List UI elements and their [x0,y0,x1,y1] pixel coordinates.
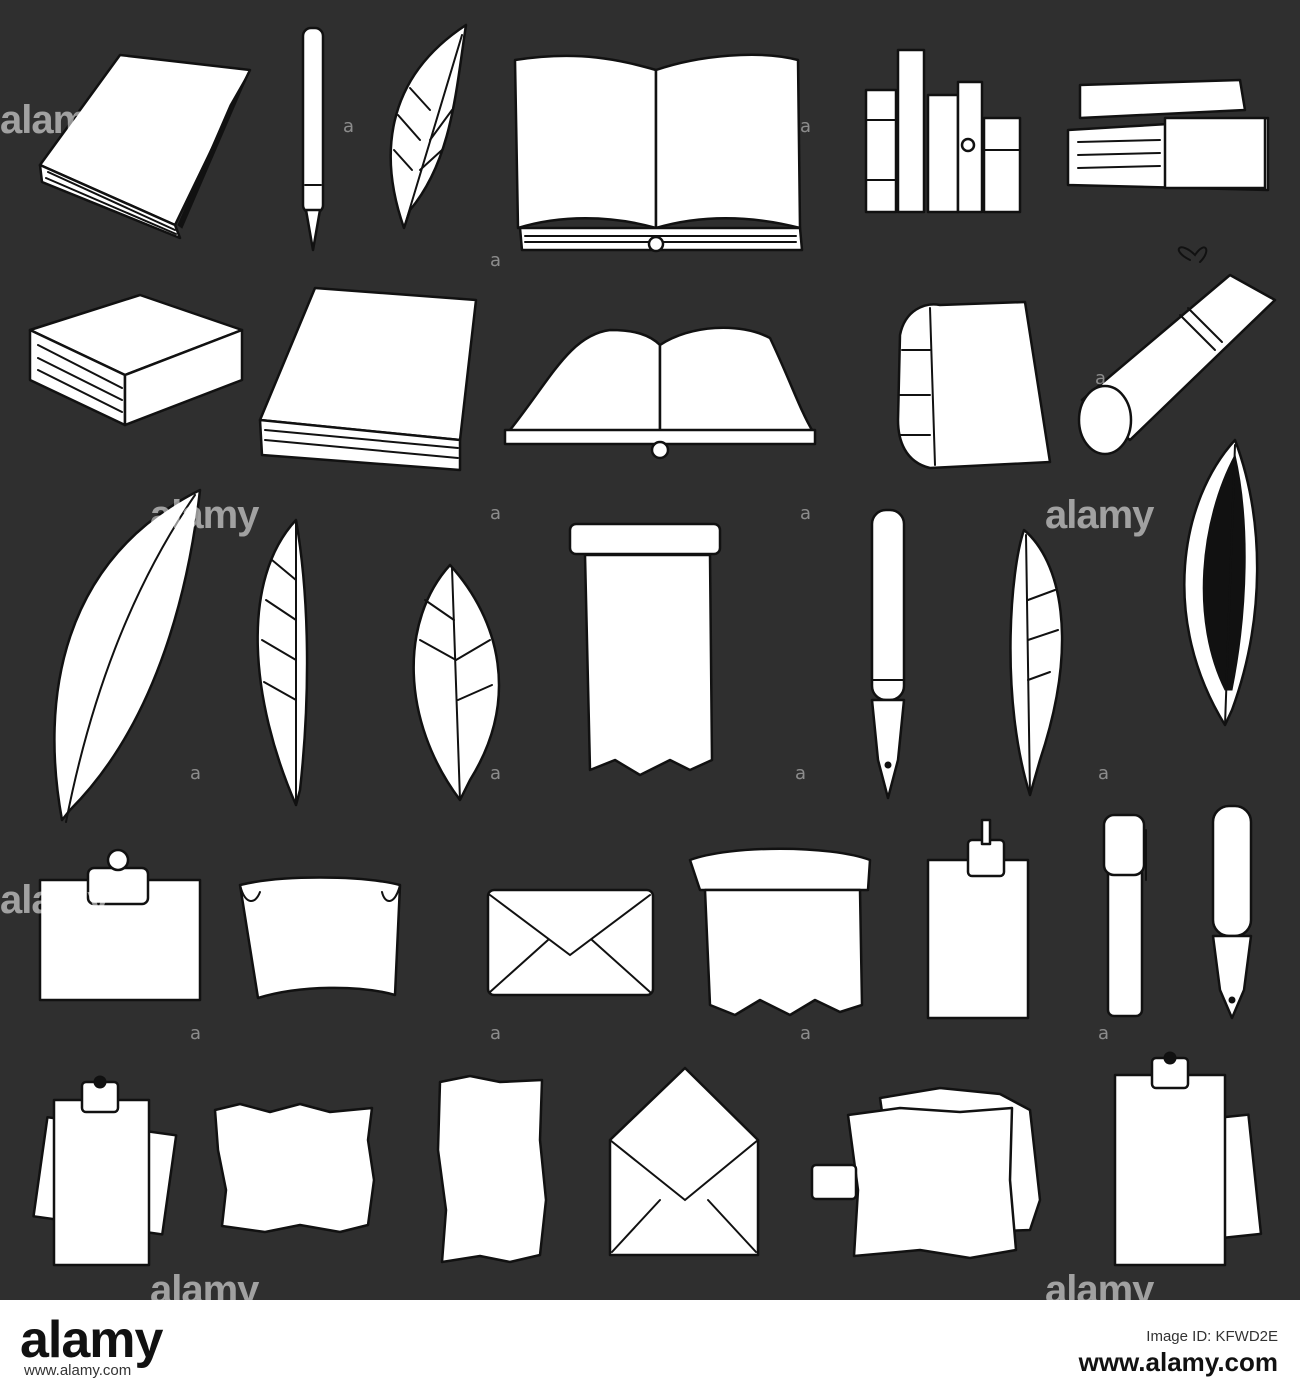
parchment-icon [213,1102,376,1234]
footer-url: www.alamy.com [24,1362,132,1379]
clipped-parchment-icon [926,818,1030,1020]
watermark-letter: a [490,503,502,524]
feather-icon [412,563,501,802]
standing-book-icon [896,300,1052,470]
watermark-letter: a [795,763,807,784]
parchment-icon [436,1074,548,1264]
footer-bar: alamy www.alamy.com Image ID: KFWD2E www… [0,1300,1300,1390]
envelope-icon [486,888,655,997]
pen-icon [301,26,325,252]
watermark-text: alamy [0,98,109,142]
watermark-letter: a [1098,1023,1110,1044]
fountain-pen-icon [870,508,906,800]
watermark-letter: a [490,763,502,784]
footer-image-id: Image ID: KFWD2E www.alamy.com [1079,1328,1278,1378]
watermark-text: alamy [150,1268,259,1300]
pen-icon [1102,813,1147,1018]
watermark-letter: a [800,1023,812,1044]
watermark-letter: a [800,116,812,137]
watermark-letter: a [1098,763,1110,784]
parchment-stack-icon [810,1086,1042,1260]
rolled-scroll-icon [1077,246,1277,456]
open-book-icon [503,326,817,460]
clipped-note-icon [38,848,202,1002]
clipboard-notes-icon [32,1075,178,1267]
watermark-text: alamy [1045,1268,1154,1300]
clipboard-notes-icon [1113,1051,1263,1267]
feather-icon [1183,438,1259,727]
feather-icon [256,518,309,807]
scroll-icon [688,847,872,1017]
scroll-icon [238,876,402,1000]
watermark-letter: a [490,1023,502,1044]
watermark-letter: a [190,1023,202,1044]
watermark-letter: a [490,250,502,271]
feather-icon [53,488,202,823]
watermark-text: alamy [0,878,109,922]
hanging-scroll-icon [568,522,722,777]
watermark-letter: a [800,503,812,524]
book-stack-icon [1066,78,1270,192]
book-row-icon [864,48,1022,214]
illustration-canvas: alamy alamy alamy alamy alamy alamy a a … [0,0,1300,1300]
watermark-text: alamy [150,493,259,537]
watermark-letter: a [1095,368,1107,389]
watermark-letter: a [343,116,355,137]
fountain-pen-icon [1211,804,1253,1020]
feather-icon [389,23,468,230]
closed-book-icon [28,293,244,427]
footer-logo: alamy [20,1311,163,1369]
open-envelope-icon [608,1066,760,1257]
closed-book-icon [38,53,252,240]
feather-icon [1009,528,1064,797]
watermark-text: alamy [1045,493,1154,537]
open-book-icon [513,53,804,253]
watermark-letter: a [190,763,202,784]
doodle-set [28,23,1277,1267]
image-id-label: Image ID: KFWD2E [1146,1328,1278,1345]
image-id-url: www.alamy.com [1078,1347,1278,1377]
thick-book-icon [258,286,478,472]
